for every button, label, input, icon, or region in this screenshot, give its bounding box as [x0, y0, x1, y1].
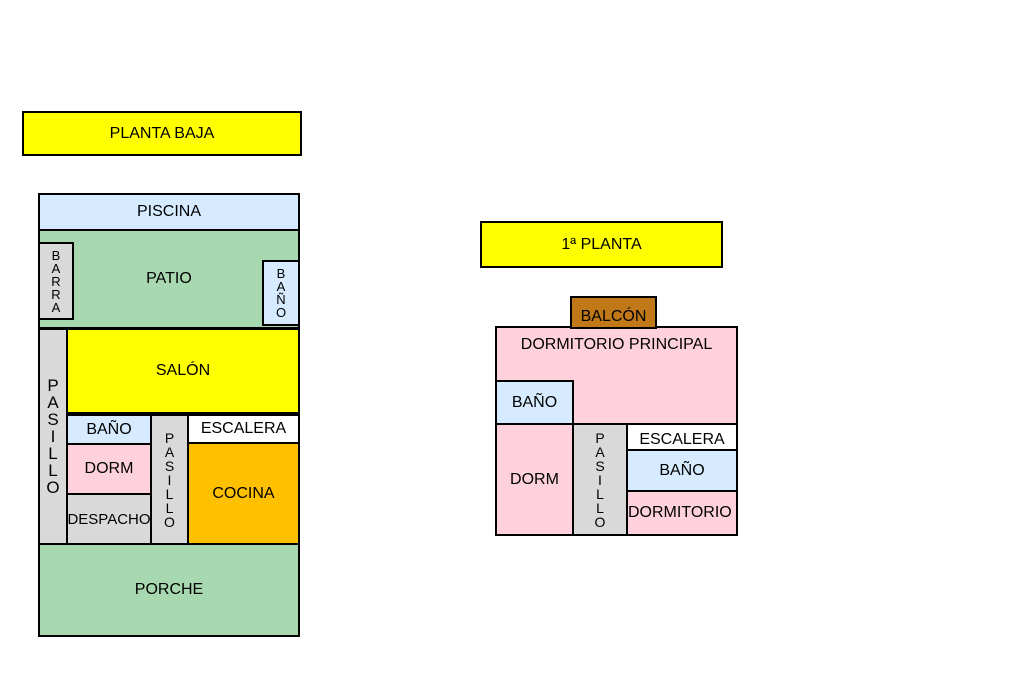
first-floor-title: 1ª PLANTA — [480, 221, 723, 268]
room-piscina: PISCINA — [38, 193, 300, 231]
room-patio: PATIO — [38, 229, 300, 329]
room-label: COCINA — [212, 484, 275, 502]
room-despacho: DESPACHO — [66, 493, 152, 545]
ground-floor-title-text: PLANTA BAJA — [109, 124, 215, 142]
first-floor-title-text: 1ª PLANTA — [561, 235, 642, 253]
room-label: DORM — [84, 460, 134, 477]
room-balcon: BALCÓN — [570, 296, 657, 329]
room-label: BAÑO — [86, 420, 132, 438]
room-label: SALÓN — [155, 362, 211, 379]
room-label: BAÑO — [659, 461, 705, 479]
room-escalera-first: ESCALERA — [626, 423, 738, 451]
room-escalera-ground: ESCALERA — [187, 414, 300, 444]
room-label: BAÑO — [511, 393, 558, 411]
room-label: BALCÓN — [580, 308, 647, 325]
room-salon: SALÓN — [66, 328, 300, 414]
room-label: PORCHE — [134, 581, 204, 598]
room-cocina: COCINA — [187, 442, 300, 545]
room-bano-ground: BAÑO — [66, 414, 152, 445]
room-porche: PORCHE — [38, 543, 300, 637]
room-bano-first: BAÑO — [495, 380, 574, 425]
room-label: DORMITORIO PRINCIPAL — [520, 336, 713, 353]
room-label: DORMITORIO — [628, 504, 732, 521]
room-dorm-ground: DORM — [66, 443, 152, 495]
room-label: ESCALERA — [200, 420, 287, 437]
room-dormitorio-first: DORMITORIO — [626, 490, 738, 536]
room-label: DORM — [510, 470, 559, 488]
room-label: DESPACHO — [67, 510, 151, 528]
room-label: PISCINA — [136, 203, 201, 220]
ground-floor-title: PLANTA BAJA — [22, 111, 302, 156]
room-bano-first-right: BAÑO — [626, 449, 738, 492]
room-label: PATIO — [146, 270, 192, 287]
room-dorm-first: DORM — [495, 423, 574, 536]
room-label: ESCALERA — [639, 431, 725, 448]
